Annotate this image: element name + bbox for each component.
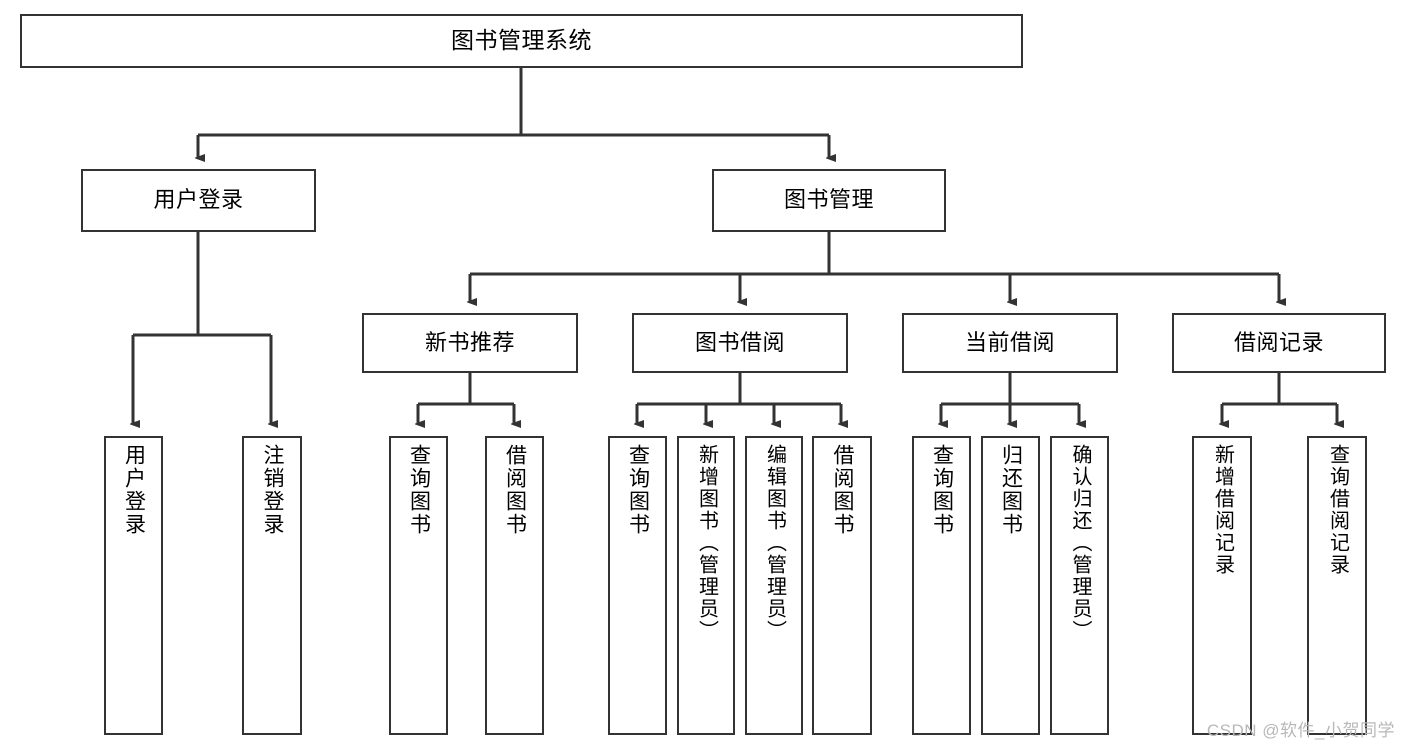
node-label: 图书管理系统	[451, 27, 592, 54]
node-label: 借阅图书	[831, 444, 855, 536]
node-label: 图书借阅	[694, 329, 785, 355]
node-label: 编辑图书（管理员）	[763, 444, 786, 642]
leaf-book-borrow-edit[interactable]: 编辑图书（管理员）	[745, 436, 803, 735]
node-current-borrow[interactable]: 当前借阅	[902, 313, 1118, 373]
node-label: 当前借阅	[964, 329, 1055, 355]
node-label: 图书管理	[783, 187, 874, 213]
node-label: 查询图书	[626, 444, 650, 536]
node-label: 查询图书	[930, 444, 954, 536]
leaf-current-borrow-confirm-return[interactable]: 确认归还（管理员）	[1050, 436, 1109, 735]
node-label: 注销登录	[261, 444, 285, 536]
node-label: 借阅记录	[1233, 329, 1324, 355]
node-borrow-record[interactable]: 借阅记录	[1172, 313, 1386, 373]
node-label: 确认归还（管理员）	[1069, 444, 1091, 642]
node-root-system[interactable]: 图书管理系统	[20, 14, 1023, 68]
node-label: 查询借阅记录	[1326, 444, 1349, 576]
node-label: 查询图书	[407, 444, 431, 536]
node-label: 借阅图书	[503, 444, 527, 536]
leaf-new-book-borrow[interactable]: 借阅图书	[485, 436, 544, 735]
node-user-login[interactable]: 用户登录	[81, 169, 316, 232]
node-label: 归还图书	[999, 444, 1023, 536]
node-book-borrow[interactable]: 图书借阅	[632, 313, 848, 373]
node-label: 用户登录	[122, 444, 146, 536]
node-new-book-recommend[interactable]: 新书推荐	[362, 313, 578, 373]
leaf-borrow-record-add[interactable]: 新增借阅记录	[1192, 436, 1252, 735]
leaf-new-book-query[interactable]: 查询图书	[389, 436, 448, 735]
leaf-current-borrow-return[interactable]: 归还图书	[981, 436, 1040, 735]
node-label: 用户登录	[153, 187, 244, 213]
leaf-user-login-login[interactable]: 用户登录	[104, 436, 163, 735]
leaf-current-borrow-query[interactable]: 查询图书	[912, 436, 971, 735]
leaf-book-borrow-borrow[interactable]: 借阅图书	[812, 436, 872, 735]
leaf-borrow-record-query[interactable]: 查询借阅记录	[1307, 436, 1367, 735]
leaf-book-borrow-add[interactable]: 新增图书（管理员）	[677, 436, 735, 735]
leaf-user-login-logout[interactable]: 注销登录	[242, 436, 302, 735]
node-label: 新书推荐	[424, 329, 515, 355]
node-label: 新增图书（管理员）	[695, 444, 718, 642]
node-book-management[interactable]: 图书管理	[712, 169, 946, 232]
leaf-book-borrow-query[interactable]: 查询图书	[608, 436, 667, 735]
node-label: 新增借阅记录	[1211, 444, 1234, 576]
